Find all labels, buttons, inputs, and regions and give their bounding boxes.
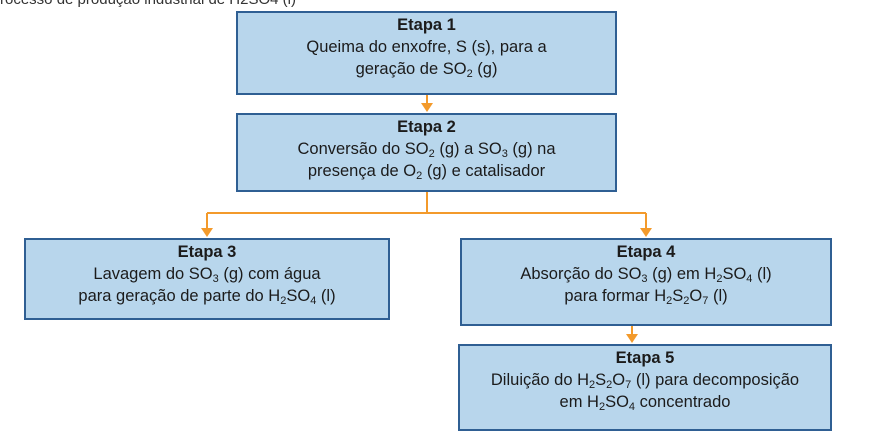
step5-line1: Diluição do H2S2O7 (l) para decomposição bbox=[490, 371, 800, 391]
subscript: 2 bbox=[466, 68, 473, 80]
subscript: 2 bbox=[598, 401, 606, 413]
step1-line1: Queima do enxofre, S (s), para a bbox=[306, 38, 547, 56]
arrowhead-to-step3 bbox=[201, 228, 213, 237]
step4-box: Etapa 4 Absorção do SO3 (g) em H2SO4 (l)… bbox=[460, 238, 832, 326]
step5-box: Etapa 5 Diluição do H2S2O7 (l) para deco… bbox=[458, 344, 832, 431]
step1-title: Etapa 1 bbox=[397, 16, 456, 34]
subscript: 2 bbox=[280, 295, 287, 307]
arrowhead-to-step2 bbox=[421, 103, 433, 112]
arrowhead-to-step4 bbox=[640, 228, 652, 237]
step1-line2: geração de SO2 (g) bbox=[355, 60, 498, 80]
step3-title: Etapa 3 bbox=[177, 243, 237, 261]
step3-box: Etapa 3 Lavagem do SO3 (g) com água para… bbox=[24, 238, 390, 320]
subscript: 3 bbox=[212, 273, 219, 285]
step2-line2: presença de O2 (g) e catalisador bbox=[307, 162, 546, 182]
subscript: 2 bbox=[683, 295, 690, 307]
subscript: 4 bbox=[628, 401, 636, 413]
subscript: 7 bbox=[702, 295, 709, 307]
subscript: 2 bbox=[606, 379, 613, 391]
step2-box: Etapa 2 Conversão do SO2 (g) a SO3 (g) n… bbox=[236, 113, 617, 192]
step3-line2: para geração de parte do H2SO4 (l) bbox=[78, 287, 336, 307]
subscript: 2 bbox=[589, 379, 596, 391]
step2-line1: Conversão do SO2 (g) a SO3 (g) na bbox=[297, 140, 556, 160]
subscript: 3 bbox=[501, 148, 508, 160]
step3-line1: Lavagem do SO3 (g) com água bbox=[93, 265, 321, 285]
step2-title: Etapa 2 bbox=[397, 118, 456, 136]
subscript: 3 bbox=[641, 273, 648, 285]
subscript: 2 bbox=[416, 170, 423, 182]
subscript: 2 bbox=[666, 295, 673, 307]
subscript: 7 bbox=[625, 379, 632, 391]
subscript: 4 bbox=[746, 273, 753, 285]
step5-line2: em H2SO4 concentrado bbox=[559, 393, 731, 413]
step4-line2: para formar H2S2O7 (l) bbox=[564, 287, 728, 307]
subscript: 4 bbox=[310, 295, 317, 307]
subscript: 2 bbox=[716, 273, 723, 285]
arrowhead-to-step5 bbox=[626, 334, 638, 343]
subscript: 2 bbox=[428, 148, 435, 160]
cropped-caption: rocesso de produção industrial de H2SO4 … bbox=[0, 0, 296, 8]
step4-title: Etapa 4 bbox=[616, 243, 676, 261]
step5-title: Etapa 5 bbox=[615, 349, 675, 367]
step1-box: Etapa 1 Queima do enxofre, S (s), para a… bbox=[236, 11, 617, 95]
step4-line1: Absorção do SO3 (g) em H2SO4 (l) bbox=[520, 265, 772, 285]
